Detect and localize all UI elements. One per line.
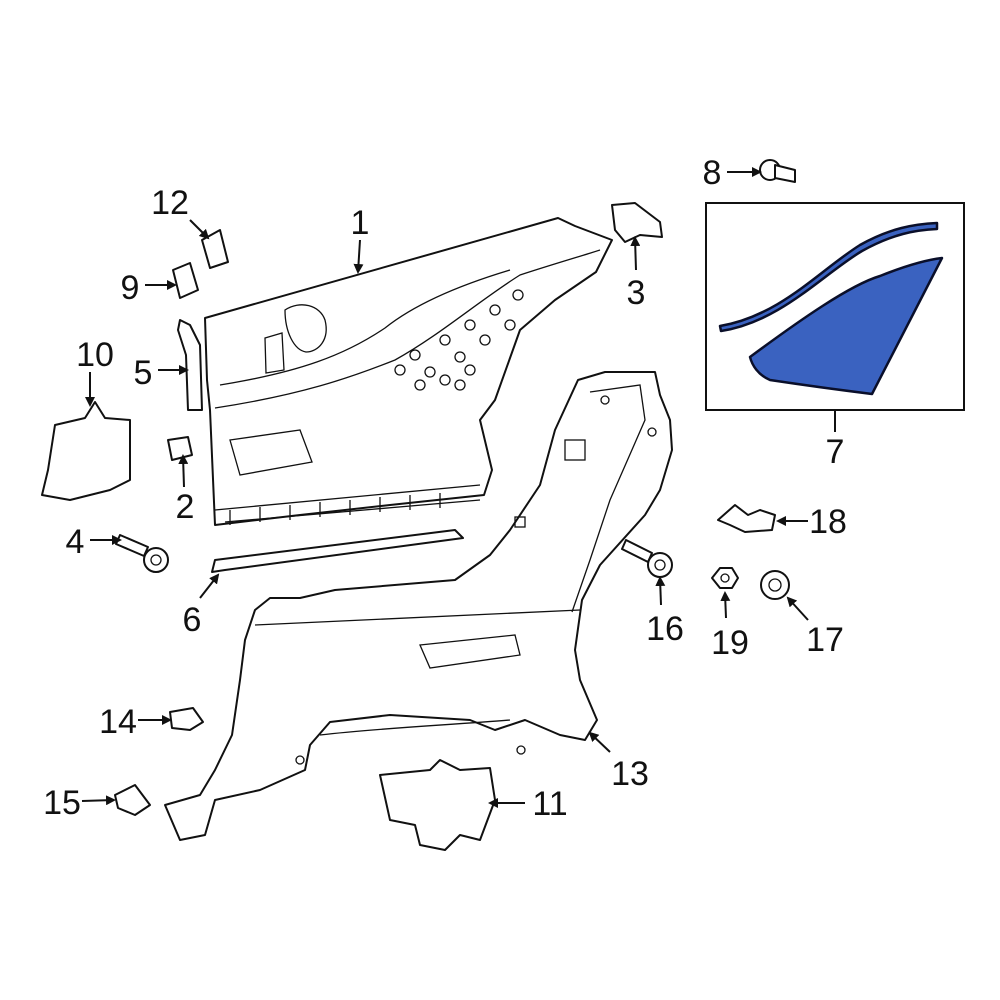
bolt-16[interactable] — [621, 539, 673, 578]
window-molding — [718, 221, 939, 333]
quarter-glass — [748, 256, 944, 396]
cap-9[interactable] — [172, 262, 199, 299]
callout-19: 19 — [711, 624, 749, 662]
callout-8: 8 — [703, 154, 722, 192]
upper-quarter-trim-panel[interactable] — [204, 217, 613, 526]
callout-15: 15 — [43, 784, 81, 822]
callout-5: 5 — [134, 354, 153, 392]
callout-17: 17 — [806, 621, 844, 659]
bolt-4[interactable] — [115, 534, 169, 573]
bolt-8[interactable] — [759, 159, 796, 183]
bracket-3[interactable] — [611, 202, 663, 243]
clip-15[interactable] — [114, 784, 151, 816]
callout-9: 9 — [121, 269, 140, 307]
sill-trim-strip[interactable] — [211, 529, 464, 573]
clip-2[interactable] — [167, 436, 193, 461]
callout-11: 11 — [532, 785, 567, 823]
callout-1: 1 — [351, 204, 370, 242]
callout-6: 6 — [183, 601, 202, 639]
callout-18: 18 — [809, 503, 847, 541]
quarter-window-inset[interactable] — [705, 202, 965, 411]
callout-3: 3 — [627, 274, 646, 312]
nut-19[interactable] — [711, 567, 739, 589]
bracket-11[interactable] — [379, 759, 496, 851]
callout-10: 10 — [76, 336, 114, 374]
callout-16: 16 — [646, 610, 684, 648]
callout-7: 7 — [826, 433, 845, 471]
cover-12[interactable] — [201, 229, 229, 269]
leader-lines — [81, 167, 836, 808]
callout-14: 14 — [99, 703, 137, 741]
callout-13: 13 — [611, 755, 649, 793]
bracket-10[interactable] — [41, 401, 131, 501]
bracket-18[interactable] — [717, 504, 776, 533]
clip-14[interactable] — [169, 707, 204, 731]
callout-4: 4 — [66, 523, 85, 561]
callout-labels: 1 2 3 4 5 6 7 8 9 10 11 12 13 14 15 16 1… — [43, 154, 847, 823]
lower-quarter-trim-panel[interactable] — [164, 371, 673, 841]
callout-12: 12 — [151, 184, 189, 222]
callout-2: 2 — [176, 488, 195, 526]
pillar-trim-5[interactable] — [177, 319, 203, 411]
vent-holes — [394, 289, 524, 391]
clip-17[interactable] — [760, 570, 790, 600]
